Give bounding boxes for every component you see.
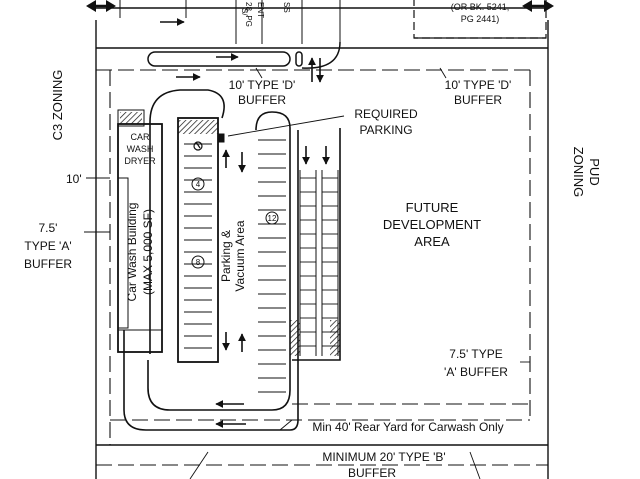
required-parking-line1: REQUIRED	[354, 107, 418, 121]
car-wash-building	[117, 109, 163, 353]
top-islands	[147, 51, 303, 67]
c3-zoning-label: C3 ZONING	[50, 70, 65, 141]
entrance-curve	[301, 41, 341, 69]
buffer-a-left-line1: 7.5'	[39, 221, 58, 235]
space-count-12-circle	[265, 211, 279, 225]
drive-aisle	[123, 89, 341, 431]
space-count-8: 8	[196, 258, 201, 267]
zoning-pud-line1: ZONING	[571, 147, 586, 198]
parking-vacuum-line1: Parking &	[219, 230, 233, 282]
space-count-4: 4	[196, 180, 201, 189]
parking-stalls-left	[184, 143, 212, 349]
or-bk-line2: PG 2441)	[461, 14, 500, 24]
top-fragment-2: SS	[282, 2, 291, 13]
or-bk-line1: (OR BK. 5241,	[451, 2, 510, 12]
car-wash-dryer-line1: CAR	[130, 132, 150, 142]
parking-vacuum-line2: Vacuum Area	[233, 220, 247, 291]
setback-10-label: 10'	[66, 172, 82, 186]
buffer-d-left-line1: 10' TYPE 'D'	[229, 78, 296, 92]
top-fragment-4: 28, PG	[244, 2, 253, 27]
car-wash-dryer-line2: WASH	[127, 144, 154, 154]
buffer-b-line1: MINIMUM 20' TYPE 'B'	[322, 450, 445, 464]
car-wash-building-line2: (MAX 5,000 SF)	[141, 209, 155, 295]
future-dev-line3: AREA	[414, 234, 450, 249]
top-boundary	[96, 0, 548, 44]
space-count-12: 12	[268, 214, 277, 223]
space-count-4-circle	[191, 177, 205, 191]
car-wash-dryer-line3: DRYER	[124, 156, 156, 166]
required-parking-line2: PARKING	[359, 123, 412, 137]
double-arrow-left-icon	[86, 0, 116, 12]
space-count-8-circle	[191, 255, 205, 269]
future-dev-line1: FUTURE	[406, 200, 459, 215]
double-arrow-right-icon	[522, 0, 554, 12]
buffer-b-line2: BUFFER	[348, 466, 396, 479]
parking-stalls-right	[258, 139, 286, 393]
leader-lines	[84, 67, 530, 479]
buffer-a-right-line1: 7.5' TYPE	[449, 347, 502, 361]
future-dev-line2: DEVELOPMENT	[383, 217, 481, 232]
buffer-d-left-line2: BUFFER	[238, 93, 286, 107]
buffer-a-left-line2: TYPE 'A'	[24, 239, 71, 253]
buffer-d-right-line2: BUFFER	[454, 93, 502, 107]
stacking-lane-rungs	[300, 177, 338, 347]
buffer-d-right-line1: 10' TYPE 'D'	[445, 78, 512, 92]
buffer-a-right-line2: 'A' BUFFER	[444, 365, 508, 379]
zoning-pud-line2: PUD	[587, 158, 602, 185]
rear-yard-label: Min 40' Rear Yard for Carwash Only	[312, 420, 503, 434]
top-fragment-1: S/	[240, 8, 249, 16]
property-lines	[95, 20, 549, 479]
parking-vacuum-area	[177, 117, 225, 363]
top-fragment-3: ENT	[256, 2, 265, 18]
stacking-lanes	[290, 170, 340, 356]
direction-arrow-icon	[160, 18, 330, 428]
buffer-a-left-line3: BUFFER	[24, 257, 72, 271]
car-wash-building-line1: Car Wash Building	[125, 203, 139, 302]
accessible-parking-icon	[193, 141, 203, 151]
